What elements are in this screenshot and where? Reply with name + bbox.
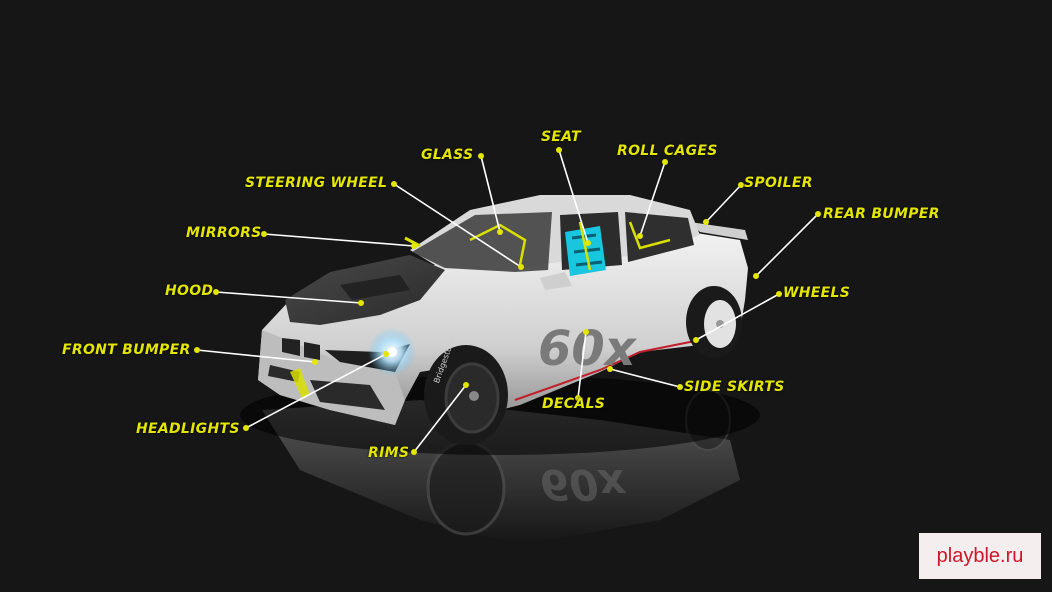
callout-glass[interactable]: GLASS <box>421 147 474 163</box>
callout-roll-cages[interactable]: ROLL CAGES <box>617 143 718 159</box>
callout-decals[interactable]: DECALS <box>542 396 606 412</box>
callout-spoiler[interactable]: SPOILER <box>744 175 813 191</box>
front-wheel: Bridgestone <box>424 336 508 445</box>
decal-text: 60x <box>538 321 638 377</box>
car-body: 60x Bridgestone <box>258 195 748 445</box>
callout-mirrors[interactable]: MIRRORS <box>186 225 262 241</box>
callout-wheels[interactable]: WHEELS <box>783 285 851 301</box>
callout-rims[interactable]: RIMS <box>368 445 410 461</box>
callout-side-skirts[interactable]: SIDE SKIRTS <box>684 379 785 395</box>
rear-wheel <box>686 286 742 358</box>
callout-headlights[interactable]: HEADLIGHTS <box>136 421 240 437</box>
watermark-badge: playble.ru <box>919 533 1041 579</box>
watermark-text: playble.ru <box>936 544 1024 567</box>
callout-rear-bumper[interactable]: REAR BUMPER <box>823 206 940 222</box>
callout-seat[interactable]: SEAT <box>541 129 581 145</box>
callout-steering-wheel[interactable]: STEERING WHEEL <box>245 175 388 191</box>
callout-lines <box>196 149 819 453</box>
callout-dots <box>194 147 821 455</box>
svg-text:60x: 60x <box>540 460 627 509</box>
callout-hood[interactable]: HOOD <box>165 283 214 299</box>
callout-front-bumper[interactable]: FRONT BUMPER <box>62 342 191 358</box>
